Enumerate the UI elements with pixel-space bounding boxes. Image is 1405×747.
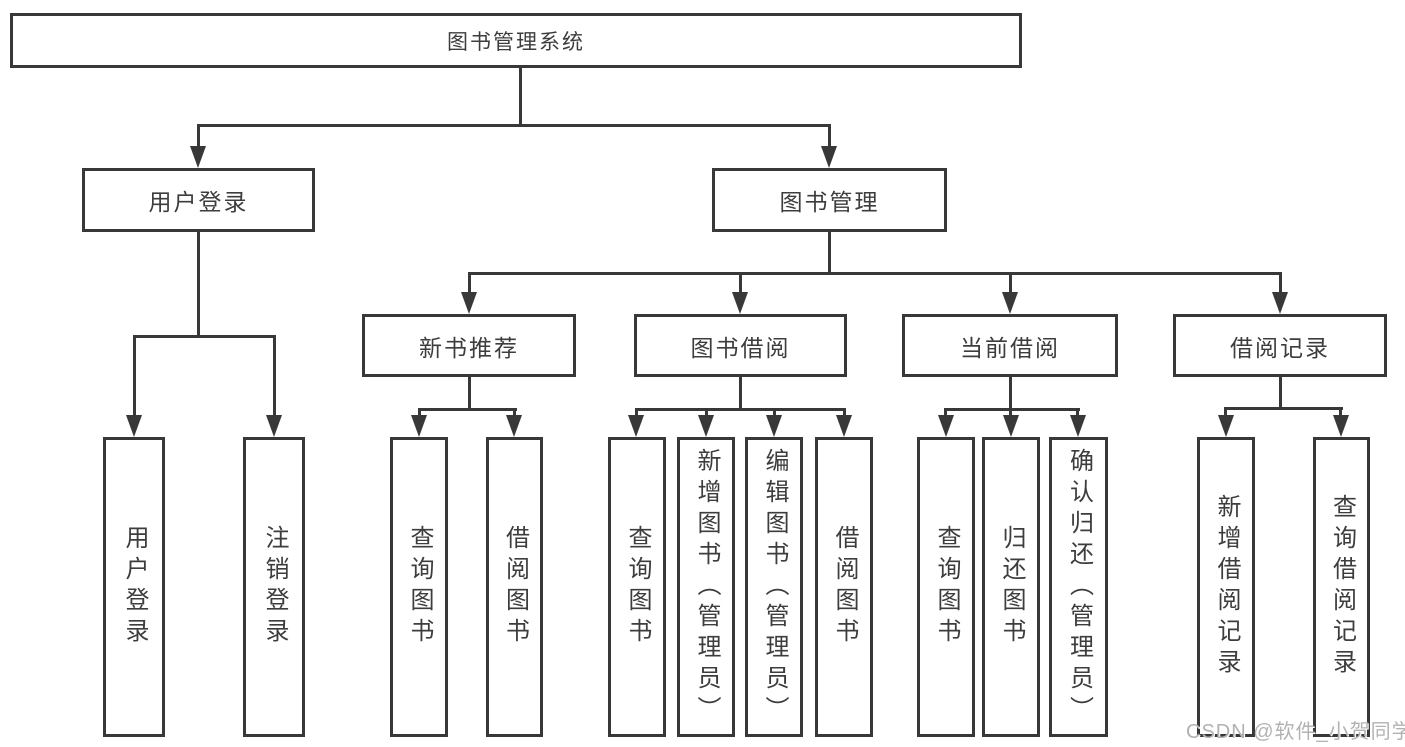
leaf-label: 借阅图书 [501,525,529,649]
connector-group-rail [944,408,1080,411]
leaf-label: 查询图书 [933,525,960,649]
leaf-user-login: 用户登录 [103,437,165,737]
connector-drop [1224,407,1227,417]
connector-drop [843,408,846,417]
connector-drop [197,124,200,150]
arrow-down-icon [836,415,852,437]
arrow-down-icon [1333,415,1349,437]
connector-group-trunk [468,377,471,410]
connector-group-trunk [739,377,742,410]
node-book-borrowing: 图书借阅 [634,314,847,377]
leaf-query-books-current: 查询图书 [917,437,975,737]
csdn-watermark: CSDN @软件_小贺同学 [1186,721,1405,743]
connector-drop [418,408,421,417]
connector-group-trunk [1279,377,1282,408]
node-label: 图书借阅 [690,334,791,361]
leaf-confirm-return-admin: 确认归还（管理员） [1049,437,1108,737]
connector-drop [944,408,947,417]
arrow-down-icon [126,415,142,437]
leaf-add-book-admin: 新增图书（管理员） [677,437,735,737]
connector-group-rail [418,408,517,411]
node-new-book-recommend: 新书推荐 [362,314,576,377]
connector-drop [635,408,638,417]
leaf-borrow-books-recommend: 借阅图书 [486,437,543,737]
arrow-down-icon [821,146,837,168]
leaf-logout: 注销登录 [243,437,305,737]
node-current-borrowing: 当前借阅 [902,314,1118,377]
connector-drop [468,272,471,296]
leaf-edit-book-admin: 编辑图书（管理员） [745,437,803,737]
leaf-add-borrow-record: 新增借阅记录 [1197,437,1255,737]
connector-drop [513,408,516,417]
arrow-down-icon [1218,415,1234,437]
arrow-down-icon [506,415,522,437]
arrow-down-icon [1070,415,1086,437]
arrow-down-icon [938,415,954,437]
arrow-down-icon [732,292,748,314]
leaf-query-books-recommend: 查询图书 [390,437,448,737]
connector-drop [273,335,276,419]
connector-root-rail [197,124,831,127]
connector-drop [1076,408,1079,417]
leaf-label: 归还图书 [998,525,1025,649]
arrow-down-icon [1002,292,1018,314]
connector-root-trunk [519,68,522,126]
leaf-query-books-borrowing: 查询图书 [608,437,666,737]
leaf-return-books: 归还图书 [982,437,1040,737]
connector-drop [1339,407,1342,417]
node-library-management-system: 图书管理系统 [10,13,1022,68]
leaf-query-borrow-record: 查询借阅记录 [1313,437,1370,737]
leaf-label: 查询图书 [624,525,651,649]
leaf-label: 新增图书（管理员） [693,447,720,727]
connector-user-login-rail [133,335,276,338]
connector-group-rail [635,408,846,411]
leaf-label: 查询图书 [406,525,433,649]
arrow-down-icon [628,415,644,437]
connector-drop [705,408,708,417]
connector-group-trunk [1009,377,1012,410]
node-label: 用户登录 [148,189,249,215]
connector-drop [773,408,776,417]
node-book-management: 图书管理 [712,168,947,232]
connector-drop [828,124,831,150]
connector-drop [133,335,136,419]
arrow-down-icon [1272,292,1288,314]
leaf-label: 用户登录 [121,525,148,649]
connector-book-mgmt-rail [468,272,1282,275]
leaf-label: 新增借阅记录 [1213,494,1240,680]
leaf-label: 借阅图书 [831,525,858,649]
leaf-label: 查询借阅记录 [1328,494,1356,680]
node-label: 新书推荐 [419,334,519,361]
arrow-down-icon [766,415,782,437]
node-label: 图书管理 [779,189,880,215]
leaf-label: 确认归还（管理员） [1065,447,1093,727]
arrow-down-icon [411,415,427,437]
connector-user-login-trunk [197,232,200,337]
arrow-down-icon [190,146,206,168]
arrow-down-icon [1003,415,1019,437]
connector-book-mgmt-trunk [828,232,831,274]
arrow-down-icon [698,415,714,437]
connector-group-rail [1224,407,1343,410]
arrow-down-icon [461,292,477,314]
node-user-login: 用户登录 [82,168,315,232]
connector-drop [1009,408,1012,417]
connector-drop [1009,272,1012,296]
node-borrowing-records: 借阅记录 [1173,314,1387,377]
node-label: 借阅记录 [1230,334,1330,361]
leaf-label: 编辑图书（管理员） [761,447,788,727]
node-label: 图书管理系统 [447,30,585,54]
leaf-borrow-books-borrowing: 借阅图书 [815,437,873,737]
leaf-label: 注销登录 [261,525,288,649]
node-label: 当前借阅 [960,334,1060,361]
arrow-down-icon [266,415,282,437]
connector-drop [739,272,742,296]
connector-drop [1279,272,1282,296]
